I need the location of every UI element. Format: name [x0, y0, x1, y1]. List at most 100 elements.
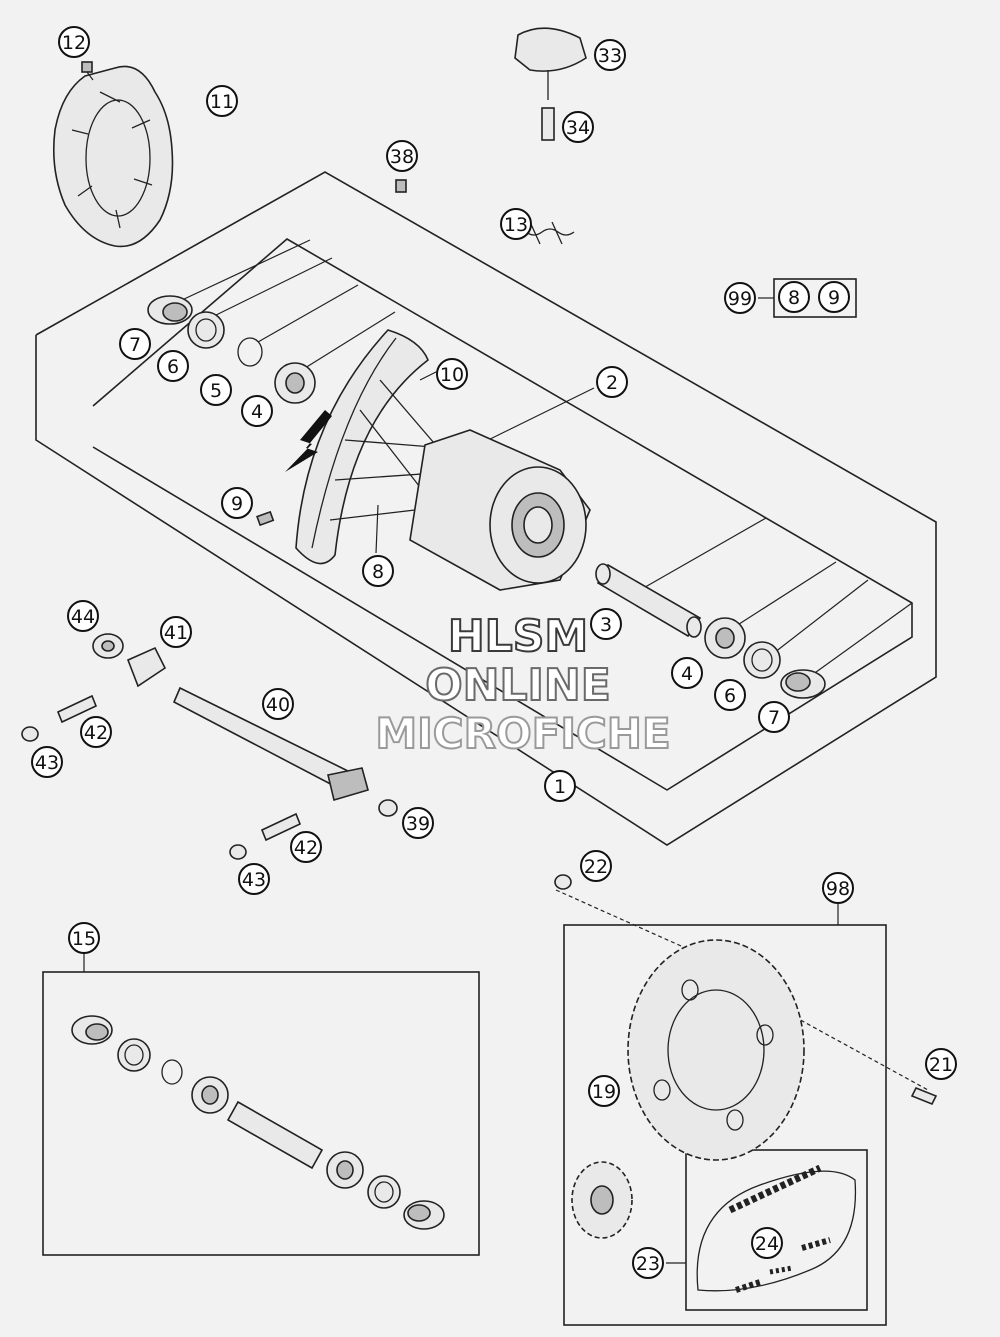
- kit-spacer-left: [71, 1015, 113, 1045]
- callout-4: 4: [241, 395, 273, 427]
- callout-label: 39: [406, 813, 430, 835]
- callout-circle: [500, 208, 532, 240]
- spoke-nipple: [256, 510, 275, 527]
- callout-7: 7: [119, 328, 151, 360]
- callout-41: 41: [160, 616, 192, 648]
- callout-circle: [818, 281, 850, 313]
- callout-11: 11: [206, 85, 238, 117]
- callout-2: 2: [596, 366, 628, 398]
- callout-circle: [67, 600, 99, 632]
- callout-label: 6: [724, 685, 736, 707]
- callout-circle: [562, 111, 594, 143]
- callout-label: 40: [266, 694, 290, 716]
- callout-circle: [119, 328, 151, 360]
- brake-disc: [52, 65, 174, 248]
- callout-label: 8: [372, 561, 384, 583]
- callout-label: 98: [826, 878, 850, 900]
- callout-8: 8: [362, 555, 394, 587]
- callout-label: 33: [598, 45, 622, 67]
- axle-nut: [92, 633, 124, 659]
- callout-8: 8: [778, 281, 810, 313]
- callout-19: 19: [588, 1075, 620, 1107]
- chain-adjuster-left: [126, 646, 167, 688]
- callout-circle: [68, 922, 100, 954]
- callout-circle: [544, 770, 576, 802]
- callout-label: 15: [72, 928, 96, 950]
- callout-38: 38: [386, 140, 418, 172]
- right-seal: [743, 641, 781, 679]
- callout-5: 5: [200, 374, 232, 406]
- callout-circle: [671, 657, 703, 689]
- callout-circle: [758, 701, 790, 733]
- callout-label: 38: [390, 146, 414, 168]
- wheel-hub: [409, 429, 591, 591]
- callout-circle: [436, 358, 468, 390]
- callout-circle: [160, 616, 192, 648]
- callout-circle: [241, 395, 273, 427]
- callout-circle: [596, 366, 628, 398]
- callout-circle: [822, 872, 854, 904]
- callout-42: 42: [80, 716, 112, 748]
- watermark: HLSM ONLINE MICROFICHE: [374, 610, 671, 759]
- callout-1: 1: [544, 770, 576, 802]
- callout-label: 8: [788, 287, 800, 309]
- rear-sprocket: [627, 939, 805, 1161]
- right-spacer: [780, 669, 826, 699]
- callout-label: 13: [504, 214, 528, 236]
- callout-circle: [751, 1227, 783, 1259]
- callout-label: 42: [294, 837, 318, 859]
- kit-circlip: [161, 1059, 183, 1085]
- callout-circle: [262, 688, 294, 720]
- disc-bolt: [81, 61, 94, 81]
- callout-circle: [402, 807, 434, 839]
- callout-4: 4: [671, 657, 703, 689]
- left-spacer: [147, 295, 193, 325]
- callout-10: 10: [436, 358, 468, 390]
- callout-circle: [580, 850, 612, 882]
- callout-label: 4: [251, 401, 263, 423]
- callout-label: 43: [242, 869, 266, 891]
- rear-axle: [172, 686, 369, 802]
- callout-label: 9: [828, 287, 840, 309]
- callout-circle: [200, 374, 232, 406]
- callout-circle: [362, 555, 394, 587]
- callout-label: 3: [600, 614, 612, 636]
- frame-bearing-kit: [42, 952, 480, 1256]
- kit-spacer-tube: [226, 1100, 324, 1170]
- adjuster-bolt: [378, 799, 398, 817]
- callout-circle: [714, 679, 746, 711]
- callout-circle: [58, 26, 90, 58]
- callout-label: 41: [164, 622, 188, 644]
- callout-circle: [594, 39, 626, 71]
- callout-3: 3: [590, 608, 622, 640]
- callout-39: 39: [402, 807, 434, 839]
- callout-23: 23: [632, 1247, 664, 1279]
- callout-circle: [925, 1048, 957, 1080]
- front-sprocket: [571, 1161, 633, 1239]
- callout-circle: [778, 281, 810, 313]
- left-seal: [187, 311, 225, 349]
- adjuster-screw-right: [260, 812, 302, 842]
- watermark-line-3: MICROFICHE: [375, 709, 670, 758]
- callout-6: 6: [157, 350, 189, 382]
- callout-6: 6: [714, 679, 746, 711]
- circlip: [237, 337, 263, 367]
- callout-label: 6: [167, 356, 179, 378]
- callout-circle: [31, 746, 63, 778]
- callout-label: 7: [129, 334, 141, 356]
- watermark-line-2: ONLINE: [425, 660, 611, 711]
- callout-12: 12: [58, 26, 90, 58]
- callout-label: 99: [728, 288, 752, 310]
- callout-label: 43: [35, 752, 59, 774]
- kit-spacer-right: [403, 1200, 445, 1230]
- callout-44: 44: [67, 600, 99, 632]
- callout-label: 42: [84, 722, 108, 744]
- callout-40: 40: [262, 688, 294, 720]
- sprocket-bolt: [910, 1086, 938, 1106]
- callout-24: 24: [751, 1227, 783, 1259]
- callout-34: 34: [562, 111, 594, 143]
- watermark-line-1: HLSM: [448, 611, 588, 662]
- callout-9: 9: [818, 281, 850, 313]
